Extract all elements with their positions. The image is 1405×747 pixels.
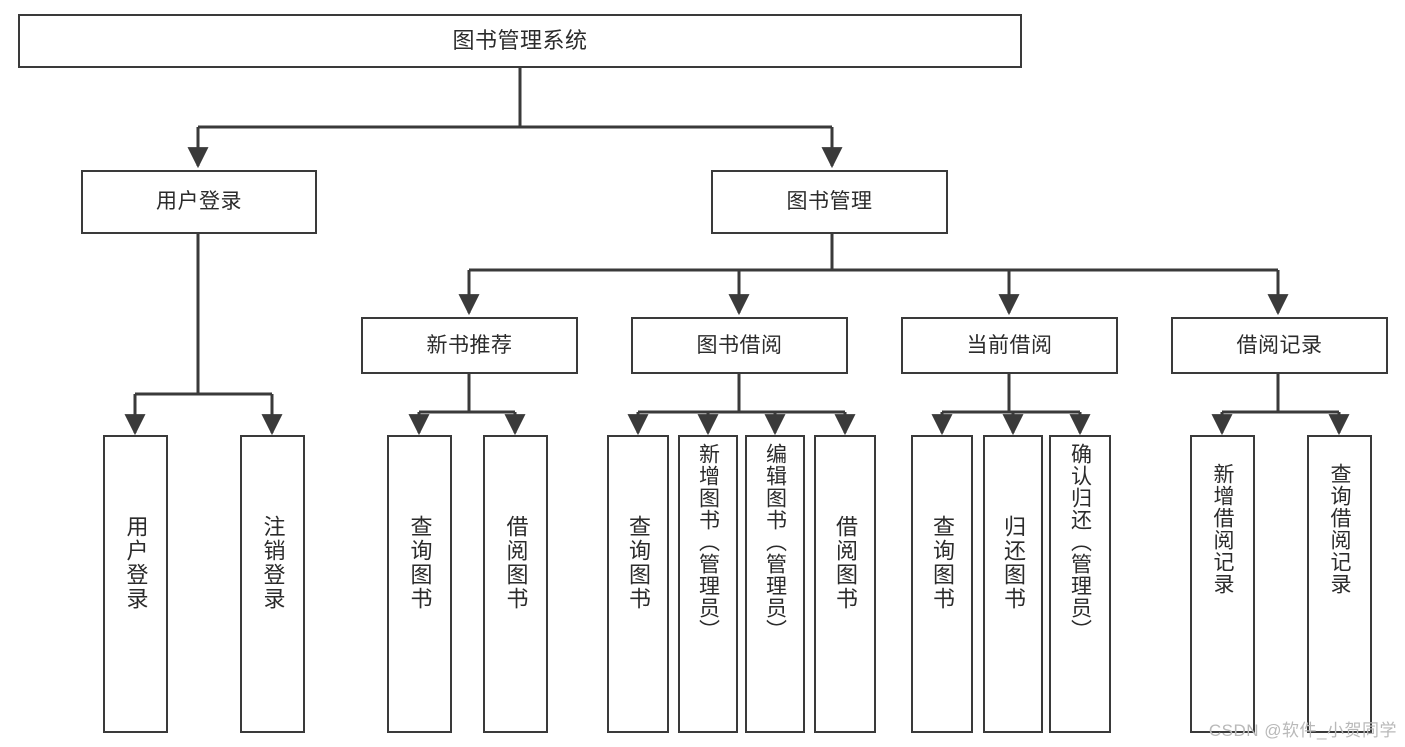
node-label: 新书推荐: [426, 333, 513, 357]
node-label: 编辑图书（管理员）: [763, 443, 787, 641]
node-leaf-query-book-1[interactable]: 查询图书: [387, 435, 452, 733]
node-leaf-query-book-2[interactable]: 查询图书: [607, 435, 669, 733]
node-leaf-edit-book[interactable]: 编辑图书（管理员）: [745, 435, 805, 733]
node-label: 借阅图书: [833, 515, 858, 611]
node-leaf-borrow-book-2[interactable]: 借阅图书: [814, 435, 876, 733]
node-new-book-recommend[interactable]: 新书推荐: [361, 317, 578, 374]
node-leaf-borrow-book-1[interactable]: 借阅图书: [483, 435, 548, 733]
node-label: 确认归还（管理员）: [1068, 443, 1092, 641]
node-leaf-query-book-3[interactable]: 查询图书: [911, 435, 973, 733]
node-book-manage[interactable]: 图书管理: [711, 170, 948, 234]
csdn-watermark: CSDN @软件_小贺同学: [1208, 721, 1397, 740]
node-label: 用户登录: [156, 190, 242, 214]
node-book-borrow[interactable]: 图书借阅: [631, 317, 848, 374]
node-leaf-confirm-return[interactable]: 确认归还（管理员）: [1049, 435, 1111, 733]
node-leaf-user-login[interactable]: 用户登录: [103, 435, 168, 733]
node-leaf-add-record[interactable]: 新增借阅记录: [1190, 435, 1255, 733]
node-leaf-logout-login[interactable]: 注销登录: [240, 435, 305, 733]
node-leaf-query-record[interactable]: 查询借阅记录: [1307, 435, 1372, 733]
node-label: 归还图书: [1001, 515, 1026, 611]
node-label: 借阅图书: [503, 515, 529, 611]
node-root-system[interactable]: 图书管理系统: [18, 14, 1022, 68]
node-label: 注销登录: [260, 515, 286, 611]
node-label: 图书管理: [786, 190, 873, 214]
node-current-borrow[interactable]: 当前借阅: [901, 317, 1118, 374]
node-label: 查询图书: [407, 515, 433, 611]
node-label: 查询图书: [626, 515, 651, 611]
node-user-login[interactable]: 用户登录: [81, 170, 317, 234]
node-label: 查询借阅记录: [1328, 463, 1351, 595]
node-label: 当前借阅: [966, 333, 1053, 357]
node-label: 借阅记录: [1236, 333, 1323, 357]
node-label: 新增借阅记录: [1211, 463, 1234, 595]
node-label: 图书管理系统: [452, 27, 588, 53]
node-label: 新增图书（管理员）: [696, 443, 720, 641]
node-leaf-add-book[interactable]: 新增图书（管理员）: [678, 435, 738, 733]
node-label: 查询图书: [930, 515, 955, 611]
node-label: 用户登录: [123, 515, 149, 611]
node-label: 图书借阅: [696, 333, 783, 357]
node-borrow-record[interactable]: 借阅记录: [1171, 317, 1388, 374]
node-leaf-return-book[interactable]: 归还图书: [983, 435, 1043, 733]
